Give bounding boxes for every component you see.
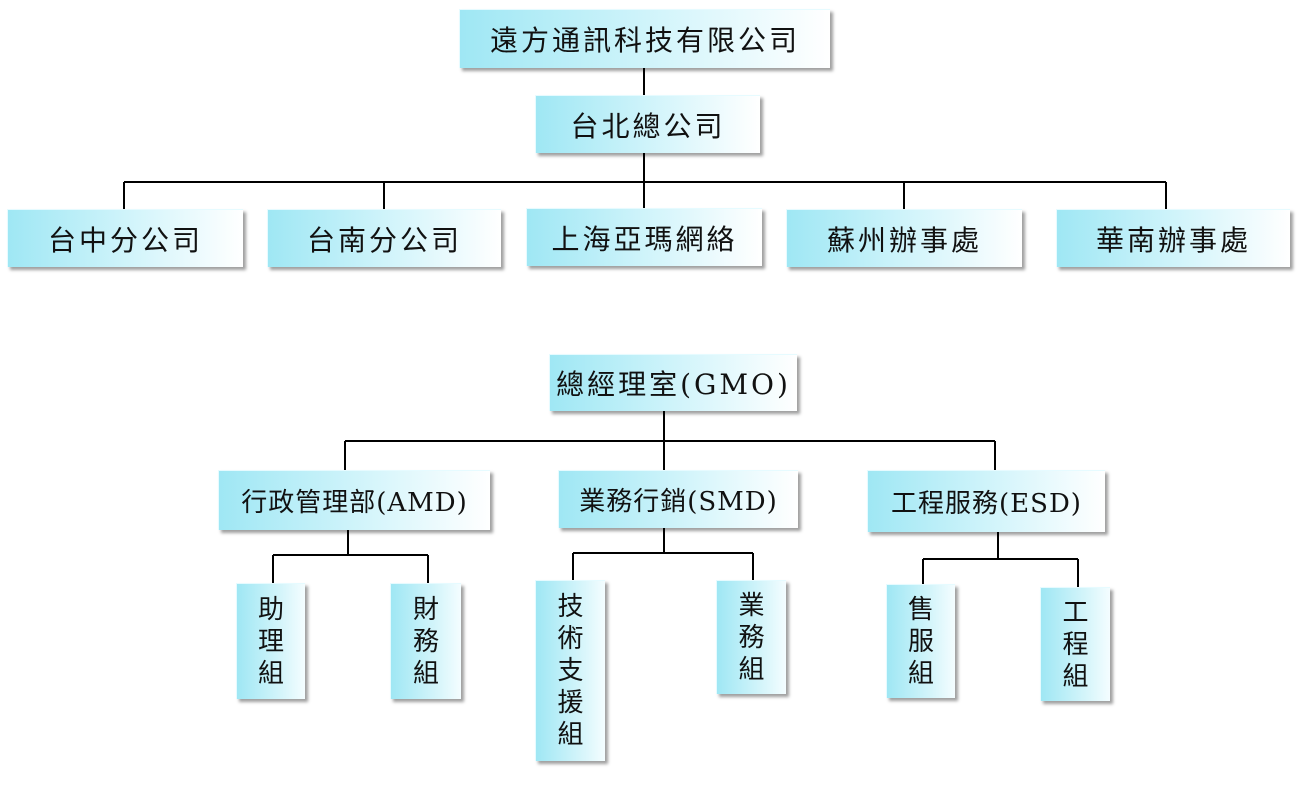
team-label: 技術支援組 [557,592,584,750]
team-label: 售服組 [908,594,935,689]
gmo-node: 總經理室(GMO) [549,354,797,411]
dept-smd: 業務行銷(SMD) [558,470,798,528]
team-engineering: 工程組 [1040,587,1110,701]
headquarters-node: 台北總公司 [535,95,760,153]
team-tech-support: 技術支援組 [535,580,605,761]
team-finance: 財務組 [390,583,461,699]
team-label: 業務組 [738,590,765,685]
branch-shanghai: 上海亞瑪網絡 [526,208,762,266]
branch-tainan: 台南分公司 [267,209,501,267]
team-after-sales: 售服組 [886,584,955,698]
branch-south-china: 華南辦事處 [1056,209,1290,267]
team-sales: 業務組 [716,580,786,694]
team-label: 財務組 [413,594,440,689]
team-assistant: 助理組 [236,583,305,699]
team-label: 助理組 [258,594,285,689]
company-node: 遠方通訊科技有限公司 [459,9,830,68]
dept-esd: 工程服務(ESD) [867,470,1105,532]
branch-suzhou: 蘇州辦事處 [786,209,1022,267]
branch-taichung: 台中分公司 [7,209,243,267]
dept-amd: 行政管理部(AMD) [218,470,490,530]
team-label: 工程組 [1062,597,1089,692]
